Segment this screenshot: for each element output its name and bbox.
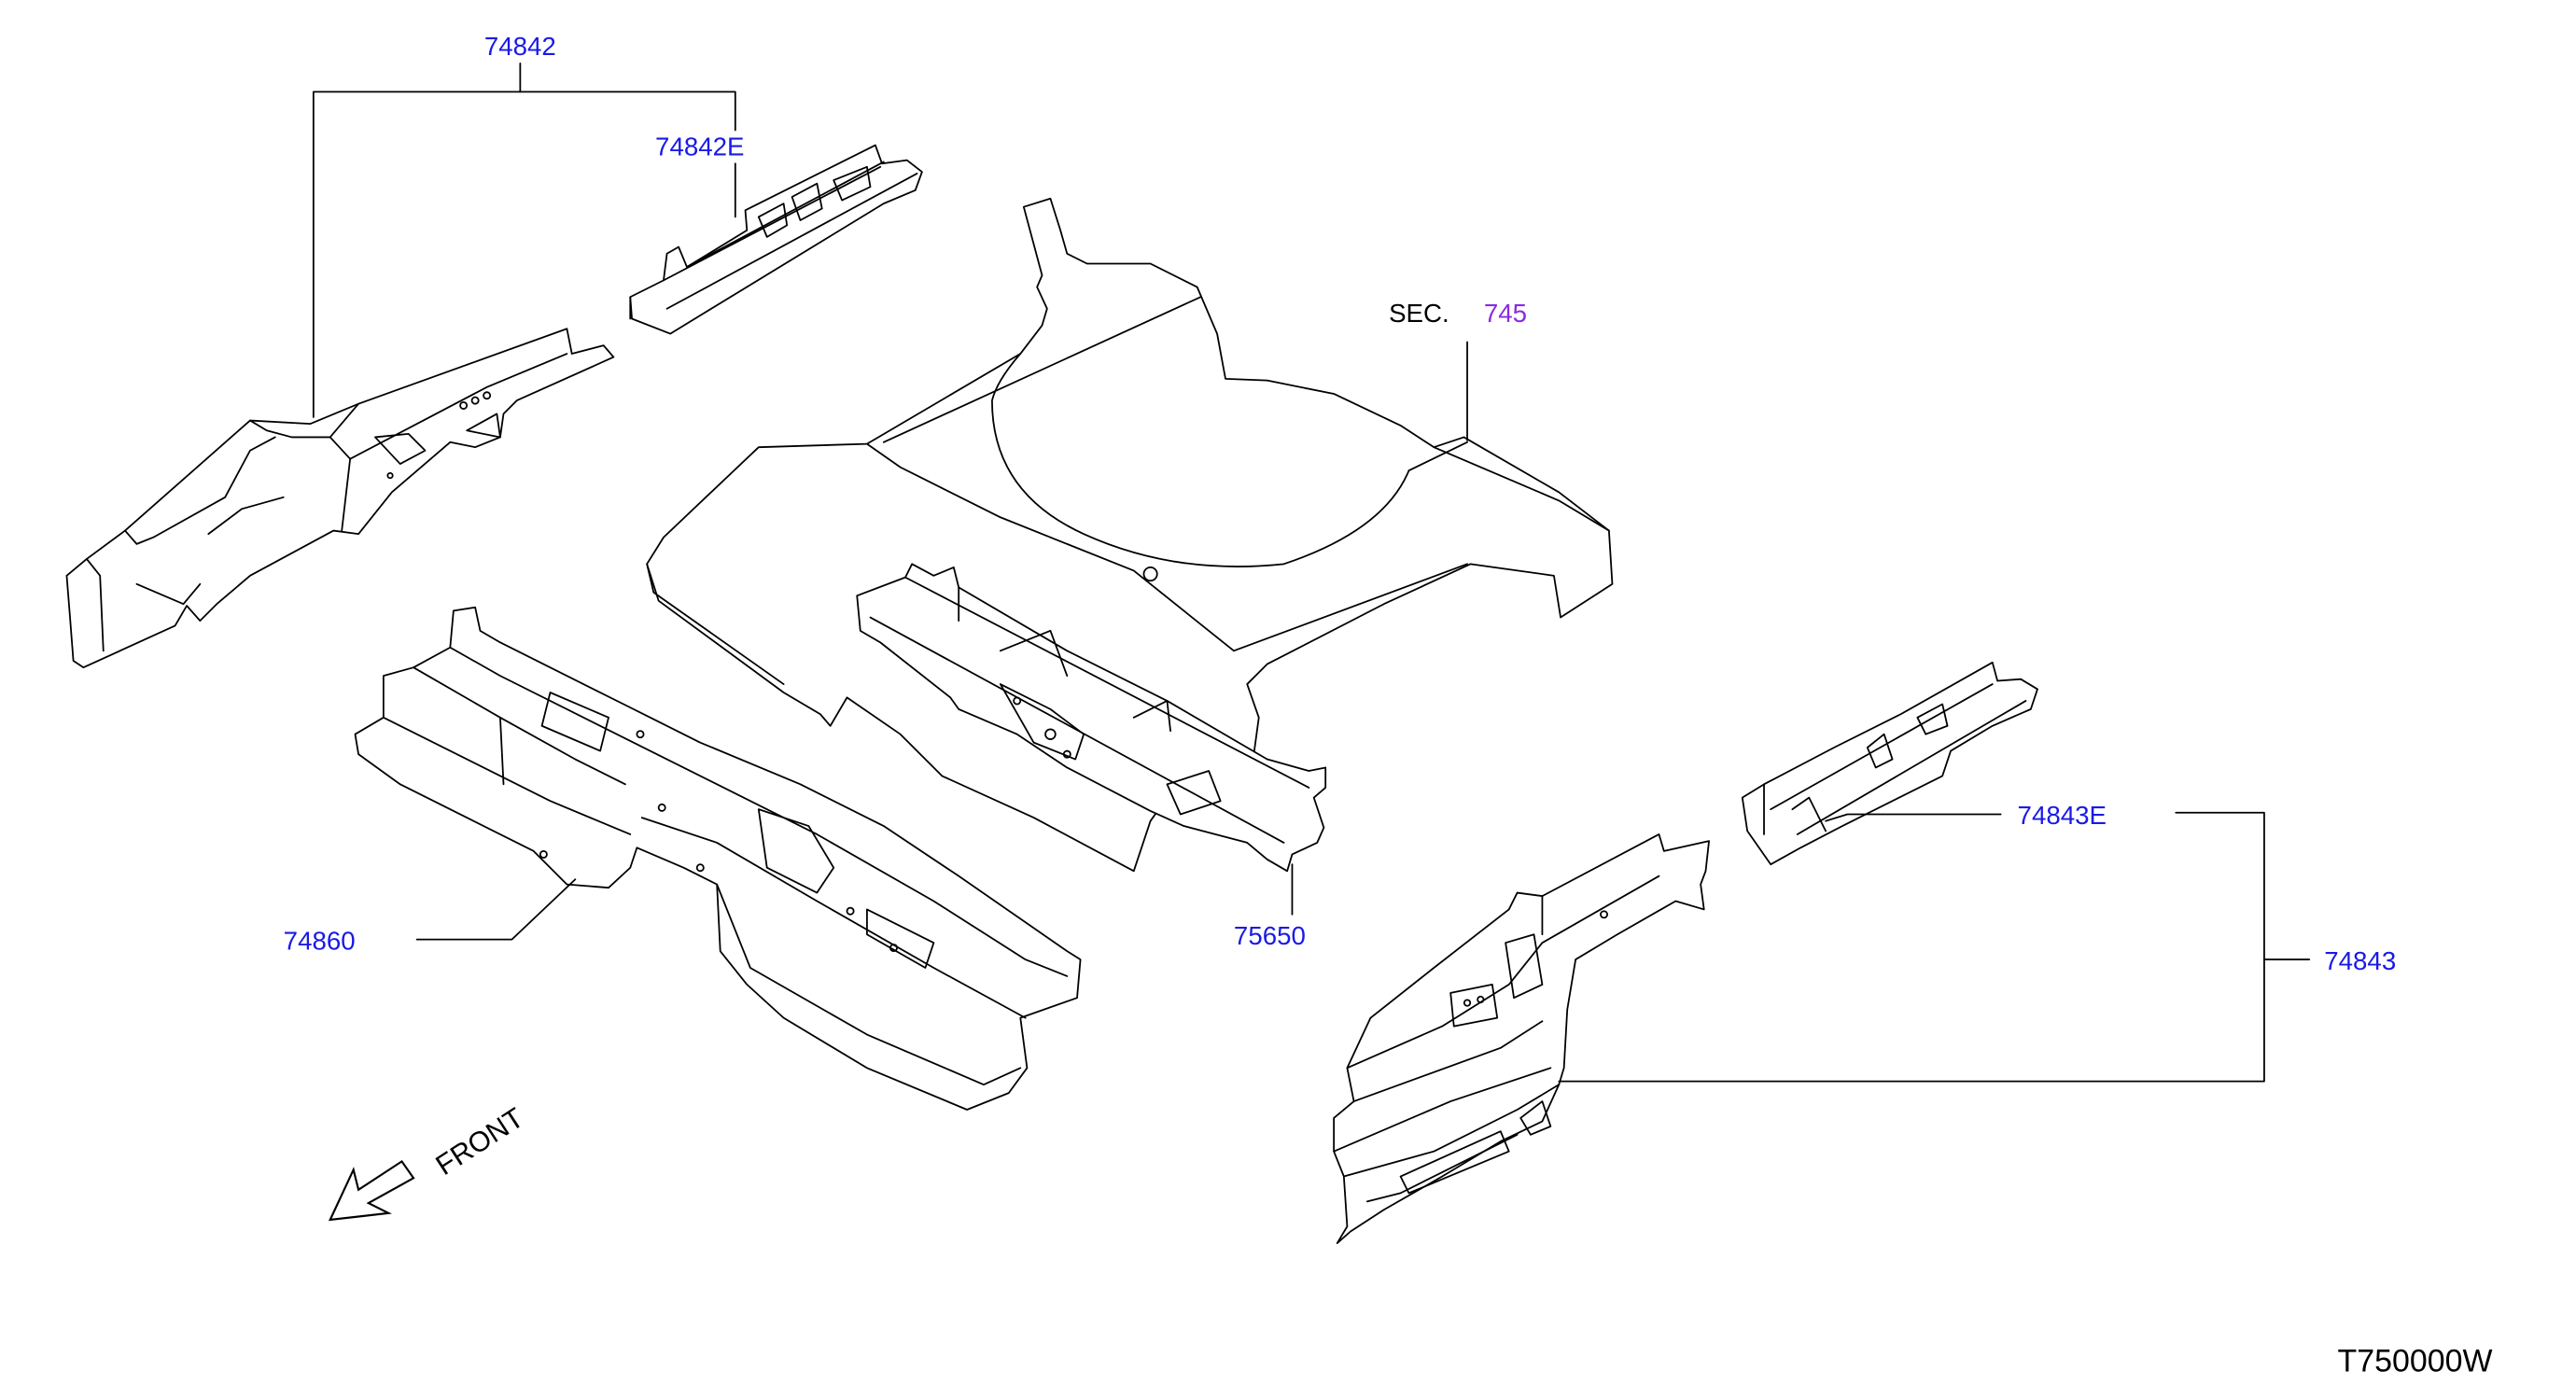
- side-member-left-edge: [249, 402, 359, 439]
- floor-panel-tunnel-edge: [882, 296, 1202, 443]
- front-floor-recess: [757, 808, 835, 894]
- part-labels: 74842 74842E SEC. 745 74860 75650 74843E…: [284, 32, 2493, 1379]
- label-74860[interactable]: 74860: [284, 926, 356, 955]
- side-member-left-hole: [483, 391, 492, 400]
- front-floor-hole: [889, 944, 898, 953]
- floor-panel-ridge: [866, 442, 1235, 652]
- side-member-left-hole: [459, 401, 469, 410]
- floor-panel-outline: [646, 197, 1614, 873]
- front-floor-edge: [413, 666, 626, 786]
- label-75650[interactable]: 75650: [1234, 921, 1306, 950]
- front-floor-edge: [716, 883, 1022, 1086]
- side-member-right-bracket: [1449, 983, 1499, 1028]
- front-indicator: FRONT: [328, 1102, 529, 1222]
- side-member-left-outline: [65, 328, 615, 669]
- side-member-left-bracket: [374, 432, 427, 465]
- front-floor-recess: [540, 692, 609, 752]
- crossmember-top-edge: [904, 576, 1310, 789]
- rail-extension-right-edge: [1770, 683, 1994, 811]
- side-member-right-outline: [1333, 833, 1710, 1244]
- crossmember-hole: [1013, 696, 1022, 706]
- front-floor-edge: [499, 716, 505, 786]
- floor-panel-spare-well: [991, 353, 1410, 567]
- rail-extension-bracket: [757, 203, 789, 238]
- side-member-right-hole: [1600, 910, 1608, 919]
- front-floor-edge: [640, 817, 1027, 1019]
- side-member-left-edge: [124, 436, 276, 545]
- label-74842[interactable]: 74842: [484, 32, 556, 61]
- leader-74843e: [1825, 813, 2002, 822]
- front-floor-hole: [695, 863, 705, 873]
- crossmember-hole: [1062, 749, 1071, 759]
- side-member-right-edge: [1342, 1084, 1561, 1178]
- leader-74842-bracket: [312, 91, 736, 418]
- part-floor-panel-sec-745: [646, 197, 1614, 873]
- side-member-right-edge: [1333, 1067, 1552, 1153]
- front-floor-outline: [354, 606, 1082, 1111]
- side-member-right-bracket: [1519, 1100, 1552, 1136]
- label-sec-745[interactable]: 745: [1484, 299, 1527, 328]
- crossmember-bracket: [999, 629, 1069, 678]
- front-floor-edge: [449, 646, 1069, 977]
- front-floor-recess: [866, 908, 935, 969]
- side-member-right-edge: [1352, 1020, 1544, 1102]
- leader-74843-bracket: [1558, 811, 2265, 1083]
- label-sec-prefix: SEC.: [1389, 299, 1449, 328]
- crossmember-hole: [1044, 728, 1057, 740]
- side-member-right-edge: [1365, 1133, 1519, 1203]
- drawing-code: T750000W: [2338, 1344, 2493, 1379]
- floor-panel-flange: [646, 563, 785, 685]
- rail-extension-outline: [629, 144, 923, 335]
- floor-panel-hole: [1142, 567, 1158, 582]
- floor-panel-rear-edge: [1407, 441, 1468, 472]
- crossmember-step: [1132, 700, 1171, 733]
- front-floor-hole: [539, 849, 548, 859]
- side-member-right-edge: [1346, 874, 1660, 1070]
- floor-panel-lower-edge: [1233, 563, 1468, 652]
- part-74843e-rail-extension: [1741, 661, 2038, 866]
- front-floor-hole: [636, 730, 645, 739]
- front-floor-hole: [657, 803, 666, 812]
- side-member-left-hole: [386, 471, 394, 480]
- rail-extension-edge: [663, 165, 882, 282]
- side-member-right-slot: [1399, 1130, 1510, 1195]
- front-label: FRONT: [430, 1102, 529, 1182]
- part-74842-side-member-left: [65, 328, 615, 669]
- part-74843-side-member-right: [1333, 833, 1710, 1244]
- side-member-right-hole: [1477, 995, 1485, 1004]
- rail-extension-edge: [665, 173, 918, 310]
- rail-extension-bracket: [833, 165, 872, 202]
- side-member-left-hole: [470, 396, 480, 405]
- label-74842e[interactable]: 74842E: [655, 132, 744, 161]
- rail-extension-right-edge: [1796, 700, 2027, 835]
- side-member-right-hole: [1463, 999, 1472, 1007]
- label-74843e[interactable]: 74843E: [2018, 801, 2107, 830]
- rail-extension-bracket: [791, 182, 823, 221]
- front-arrow-icon: [328, 1159, 415, 1222]
- leader-lines: [312, 63, 2311, 1083]
- rail-extension-right-bracket: [1916, 703, 1949, 735]
- leader-74860: [415, 878, 577, 941]
- side-member-left-edge: [86, 558, 105, 652]
- crossmember-mount-plate: [999, 683, 1085, 761]
- rail-extension-right-bracket: [1866, 733, 1894, 769]
- crossmember-outline: [856, 563, 1327, 873]
- side-member-left-edge: [207, 496, 285, 536]
- rail-extension-right-outline: [1741, 661, 2038, 866]
- rail-extension-right-bracket: [1791, 796, 1827, 832]
- side-member-left-edge: [135, 582, 202, 606]
- label-74843[interactable]: 74843: [2324, 946, 2396, 975]
- crossmember-end-bracket: [1166, 770, 1222, 816]
- part-75650-crossmember: [856, 563, 1327, 873]
- side-member-right-bracket: [1505, 933, 1544, 1000]
- side-member-left-bracket: [466, 413, 501, 439]
- part-74842e-rail-extension: [629, 144, 923, 335]
- part-74860-front-floor: [354, 606, 1082, 1111]
- front-floor-hole: [846, 906, 855, 916]
- floor-panel-side-edge: [1433, 446, 1610, 532]
- front-floor-edge: [382, 716, 632, 835]
